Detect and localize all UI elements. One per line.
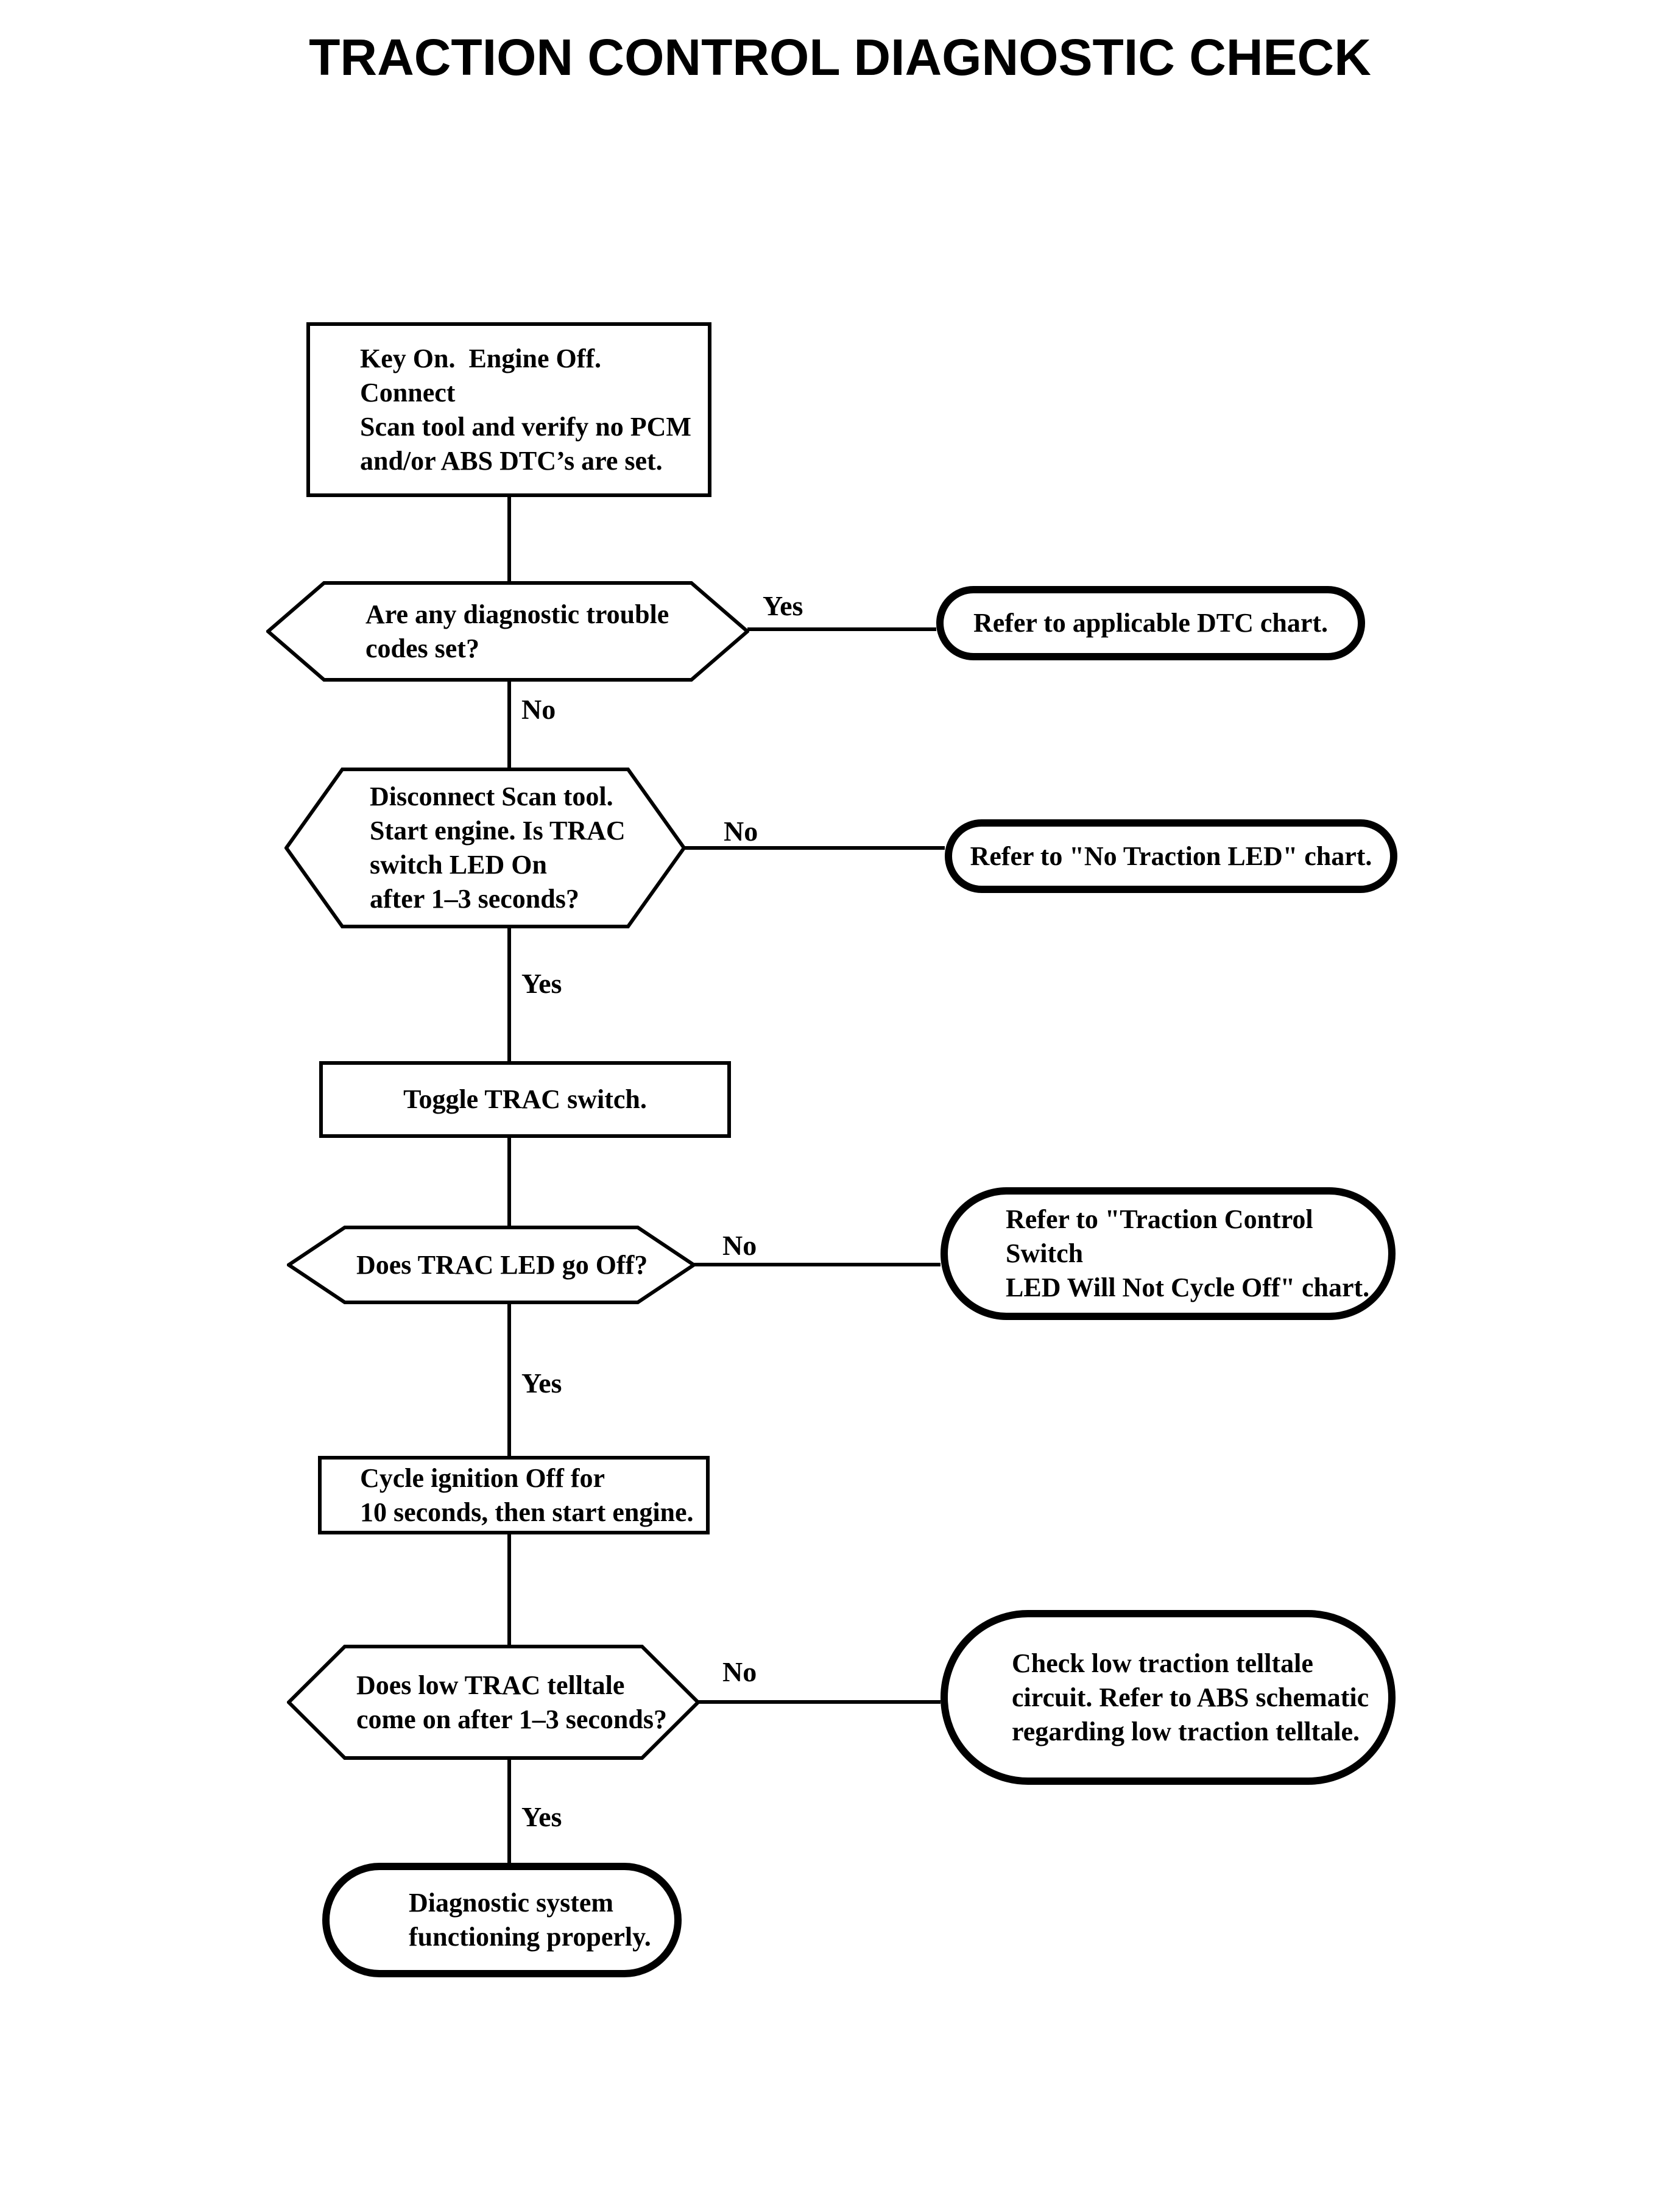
node-decision-trac-led-off: Does TRAC LED go Off? (287, 1226, 696, 1304)
node-decision-trac-led-on-text: Disconnect Scan tool. Start engine. Is T… (370, 782, 626, 914)
edge-label-yes-led-on: Yes (521, 968, 562, 999)
node-refer-no-traction-led: Refer to "No Traction LED" chart. (945, 819, 1397, 893)
node-toggle-trac-switch-text: Toggle TRAC switch. (403, 1084, 647, 1114)
hexagon-shape (287, 1226, 696, 1304)
connector-led-on-no (684, 846, 945, 850)
node-decision-trac-led-off-text: Does TRAC LED go Off? (356, 1249, 648, 1280)
node-decision-dtc-codes: Are any diagnostic trouble codes set? (266, 581, 749, 682)
connector-led-off-no (694, 1263, 941, 1266)
node-refer-cycle-off-chart: Refer to "Traction Control Switch LED Wi… (941, 1187, 1396, 1320)
connector-dtc-yes (747, 627, 936, 631)
node-decision-dtc-codes-text: Are any diagnostic trouble codes set? (365, 599, 669, 663)
hexagon-shape (284, 768, 686, 928)
node-decision-low-trac-telltale: Does low TRAC telltale come on after 1–3… (287, 1645, 700, 1760)
node-cycle-ignition: Cycle ignition Off for 10 seconds, then … (318, 1456, 710, 1534)
edge-label-yes-led-off: Yes (521, 1368, 562, 1399)
node-toggle-trac-switch: Toggle TRAC switch. (319, 1061, 731, 1138)
edge-label-no-led-off: No (722, 1230, 757, 1261)
connector-telltale-no (698, 1700, 941, 1704)
edge-label-no-telltale: No (722, 1656, 757, 1687)
node-system-ok-text: Diagnostic system functioning properly. (409, 1888, 651, 1952)
connector-dtc-no (507, 682, 511, 768)
hexagon-shape (287, 1645, 700, 1760)
connector-toggle-to-led-off (507, 1137, 511, 1226)
edge-label-yes-dtc: Yes (763, 590, 803, 621)
edge-label-no-dtc: No (521, 694, 556, 725)
node-system-ok: Diagnostic system functioning properly. (322, 1863, 682, 1977)
node-decision-trac-led-on: Disconnect Scan tool. Start engine. Is T… (284, 768, 686, 928)
node-start-text: Key On. Engine Off. Connect Scan tool an… (360, 343, 691, 476)
node-refer-dtc-chart-text: Refer to applicable DTC chart. (973, 608, 1329, 638)
node-check-telltale-circuit: Check low traction telltale circuit. Ref… (941, 1610, 1396, 1785)
node-decision-low-trac-telltale-text: Does low TRAC telltale come on after 1–3… (356, 1670, 667, 1734)
page-title: TRACTION CONTROL DIAGNOSTIC CHECK (309, 29, 1371, 86)
node-start-process: Key On. Engine Off. Connect Scan tool an… (306, 322, 711, 497)
connector-ignition-to-telltale (507, 1533, 511, 1645)
node-refer-no-traction-led-text: Refer to "No Traction LED" chart. (970, 841, 1372, 871)
edge-label-no-led-on: No (724, 816, 758, 847)
node-check-telltale-circuit-text: Check low traction telltale circuit. Ref… (1012, 1648, 1369, 1746)
connector-start-to-dtc (507, 496, 511, 582)
hexagon-shape (266, 581, 749, 682)
node-cycle-ignition-text: Cycle ignition Off for 10 seconds, then … (360, 1463, 694, 1527)
connector-telltale-yes (507, 1760, 511, 1865)
connector-led-on-yes (507, 928, 511, 1061)
connector-led-off-yes (507, 1304, 511, 1456)
node-refer-cycle-off-chart-text: Refer to "Traction Control Switch LED Wi… (1006, 1204, 1370, 1302)
node-refer-dtc-chart: Refer to applicable DTC chart. (936, 586, 1365, 660)
edge-label-yes-telltale: Yes (521, 1801, 562, 1832)
